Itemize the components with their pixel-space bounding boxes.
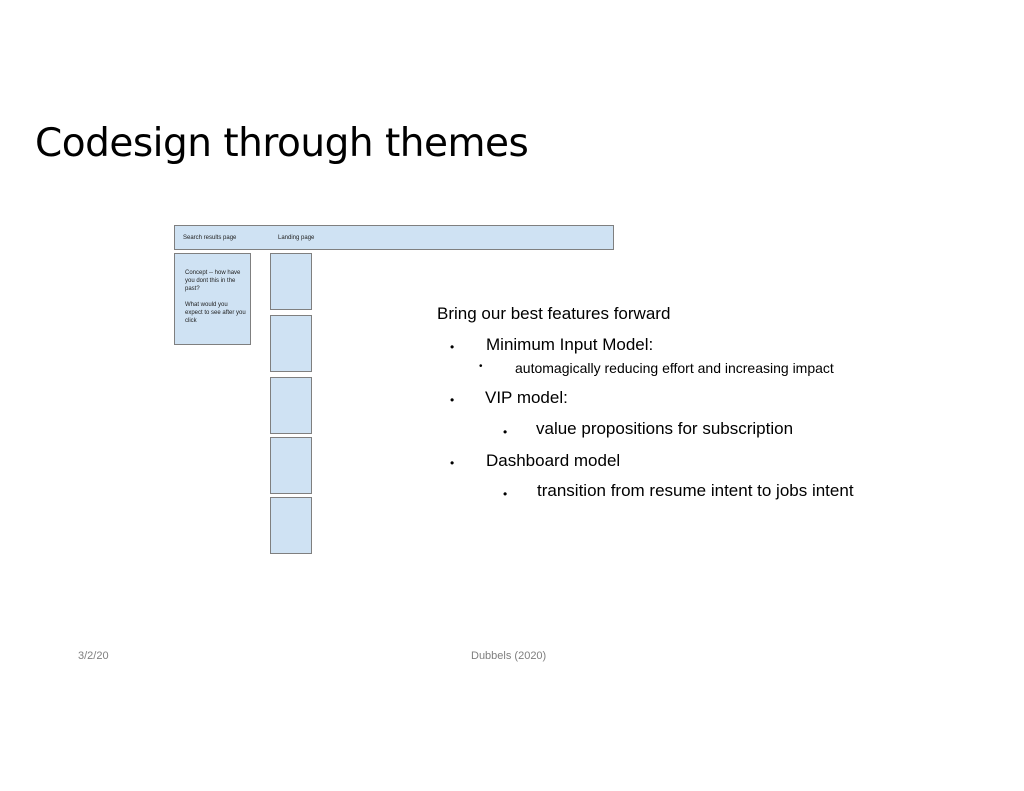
footer-author: Dubbels (2020)	[471, 650, 547, 662]
list-item: Dashboard model	[486, 451, 621, 470]
landing-page-box	[270, 377, 312, 434]
bullet-icon: •	[503, 425, 508, 439]
bullet-icon: •	[479, 361, 483, 372]
landing-page-box	[270, 497, 312, 554]
wireframe-header-bar: Search results page Landing page	[174, 225, 614, 250]
landing-page-box	[270, 315, 312, 372]
concept-question: Concept -- how have you dont this in the…	[185, 270, 241, 292]
list-item: Minimum Input Model:	[486, 335, 654, 354]
bullet-icon: •	[450, 456, 455, 470]
list-item: VIP model:	[485, 388, 568, 407]
concept-box: Concept -- how have you dont this in the…	[174, 253, 251, 345]
list-item: value propositions for subscription	[536, 419, 794, 438]
landing-page-label: Landing page	[278, 235, 315, 241]
expectation-question: What would you expect to see after you c…	[185, 302, 246, 324]
list-item: automagically reducing effort and increa…	[515, 360, 834, 376]
bullet-icon: •	[450, 393, 455, 407]
footer-date: 3/2/20	[78, 650, 109, 662]
landing-page-box	[270, 437, 312, 494]
bullet-icon: •	[450, 340, 455, 354]
list-item: transition from resume intent to jobs in…	[537, 481, 854, 500]
search-results-page-label: Search results page	[183, 235, 237, 241]
content-heading: Bring our best features forward	[437, 304, 671, 323]
landing-page-box	[270, 253, 312, 310]
slide-title: Codesign through themes	[35, 121, 529, 166]
bullet-icon: •	[503, 487, 508, 501]
